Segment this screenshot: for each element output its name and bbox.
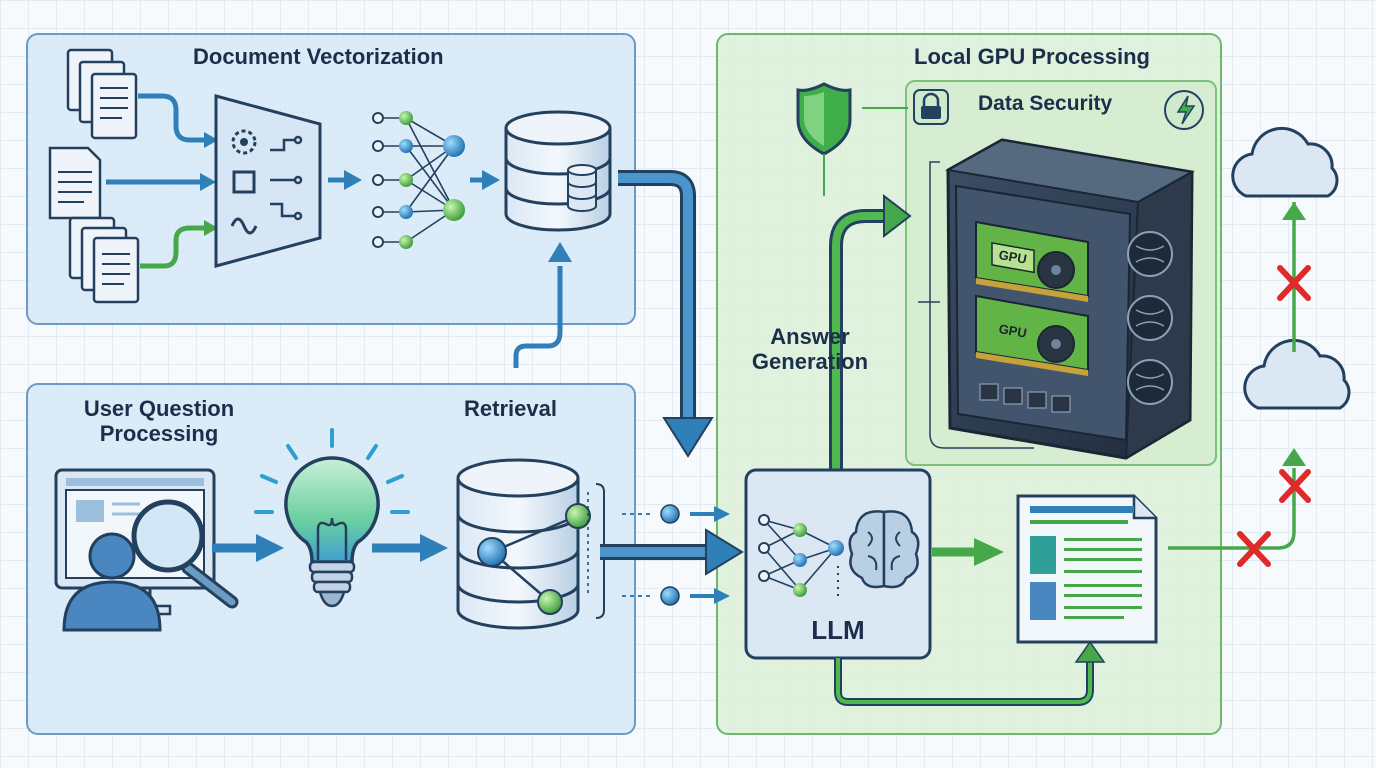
answer-generation-label: Answer Generation [751,324,869,375]
neural-network-icon [372,111,465,249]
llm-brain-icon [848,510,920,589]
retrieval-title: Retrieval [464,396,557,421]
blocked-x-icon [1237,531,1271,567]
cloud-icon [1231,126,1339,198]
cloud-icon [1243,338,1351,410]
shield-icon [796,82,852,156]
user-question-processing-title: User Question Processing [83,396,235,447]
llm-label: LLM [811,615,865,645]
blocked-x-icon [1279,469,1311,503]
document-vectorization-title: Document Vectorization [193,44,444,69]
answer-document-icon [1016,494,1158,644]
vectorizer-icon [214,94,322,268]
user-search-icon [54,468,239,632]
local-gpu-processing-title: Local GPU Processing [914,44,1150,69]
lightbulb-icon [254,428,410,608]
retrieval-database-icon [456,458,591,630]
vector-database-icon [504,110,612,232]
llm-neural-icon [758,514,844,598]
document-icon [48,146,102,220]
document-stack-icon [66,48,138,140]
blocked-x-icon [1277,265,1311,301]
data-security-title: Data Security [978,92,1113,115]
lock-icon [913,89,949,125]
document-stack-icon [68,216,140,304]
gpu-server-icon [945,138,1195,460]
power-icon [1164,90,1204,130]
